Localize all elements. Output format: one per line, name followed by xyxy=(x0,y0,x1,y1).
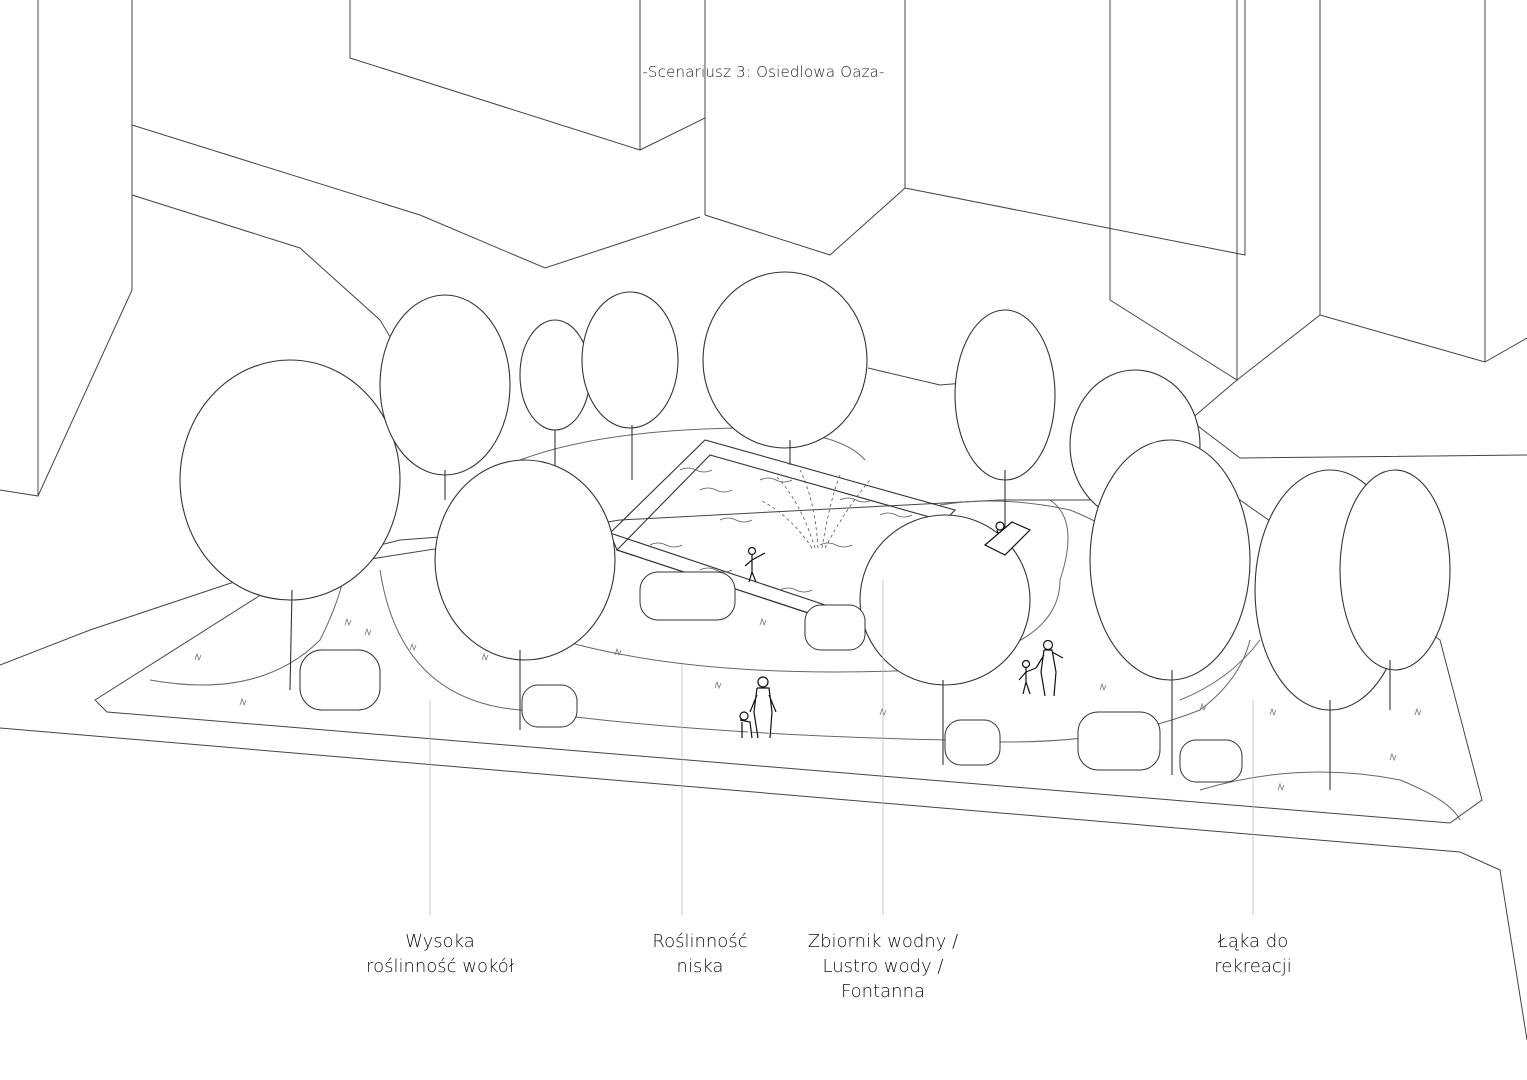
label-line: Fontanna xyxy=(840,981,926,1002)
trees xyxy=(179,271,1451,790)
tree-icon xyxy=(702,271,868,465)
bench-icon xyxy=(983,521,1032,556)
label-line: rekreacji xyxy=(1214,956,1292,977)
label-line: niska xyxy=(676,956,724,977)
label-meadow: Łąka do rekreacji xyxy=(1143,929,1363,979)
drawing-title: -Scenariusz 3: Osiedlowa Oaza- xyxy=(642,63,885,81)
shrub-icon xyxy=(639,571,736,621)
label-line: Lustro wody / xyxy=(822,956,944,977)
label-high-vegetation: Wysoka roślinność wokół xyxy=(330,929,550,979)
label-water-basin: Zbiornik wodny / Lustro wody / Fontanna xyxy=(773,929,993,1004)
people-silhouettes xyxy=(739,521,1064,739)
label-leader-lines xyxy=(429,580,1254,915)
tree-icon xyxy=(1339,469,1451,710)
label-line: roślinność wokół xyxy=(366,956,514,977)
shrub-icon xyxy=(1077,711,1161,771)
label-low-vegetation: Roślinność niska xyxy=(590,929,810,979)
person-icon xyxy=(1035,639,1064,697)
label-line: Roślinność xyxy=(652,931,748,952)
shrub-icon xyxy=(944,719,1001,766)
shrub-icon xyxy=(1179,739,1243,783)
fountain-jets-icon xyxy=(759,469,871,549)
tree-icon xyxy=(434,459,616,730)
tree-icon xyxy=(379,294,511,500)
tree-icon xyxy=(179,359,401,691)
dog-icon xyxy=(739,711,753,739)
shrub-icon xyxy=(299,649,381,711)
tree-icon xyxy=(954,309,1056,535)
tree-icon xyxy=(519,319,591,470)
label-line: Zbiornik wodny / xyxy=(807,931,959,952)
child-icon xyxy=(1018,659,1037,695)
tree-icon xyxy=(859,514,1031,765)
person-icon xyxy=(744,546,766,583)
shrub-icon xyxy=(521,684,578,728)
label-line: Wysoka xyxy=(405,931,475,952)
tree-icon xyxy=(1089,439,1251,775)
grass-tufts xyxy=(194,617,1422,792)
residential-buildings xyxy=(0,0,1527,497)
label-line: Łąka do xyxy=(1217,931,1289,952)
shrubs xyxy=(299,571,1243,783)
shrub-icon xyxy=(804,604,866,651)
person-icon xyxy=(749,676,777,739)
tree-icon xyxy=(581,291,679,480)
